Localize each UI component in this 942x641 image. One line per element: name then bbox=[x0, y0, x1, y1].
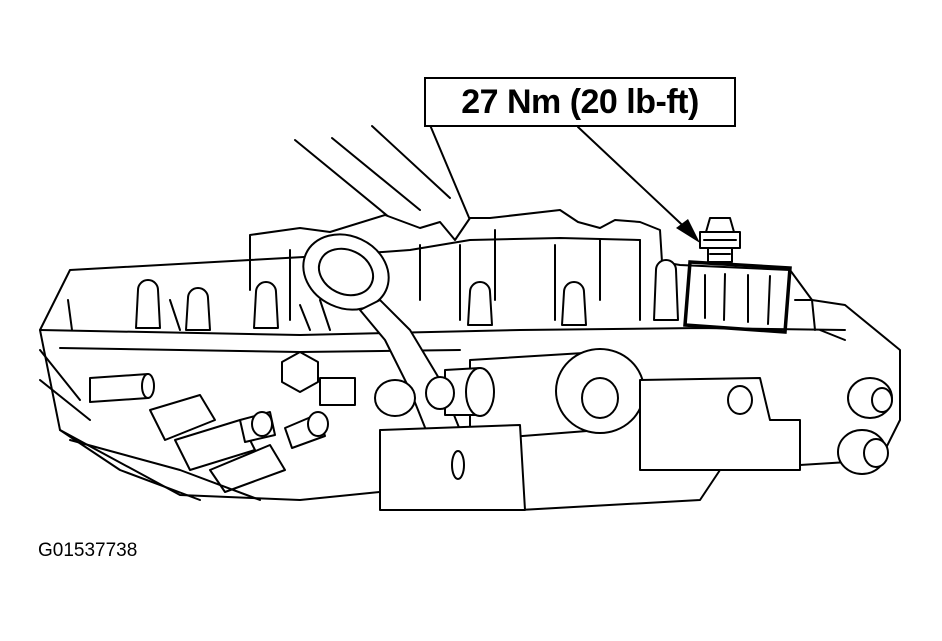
valve-stems bbox=[67, 259, 679, 331]
torque-label: 27 Nm (20 lb-ft) bbox=[461, 82, 699, 121]
bracket-bolt bbox=[699, 217, 741, 263]
right-side-bosses bbox=[794, 299, 893, 475]
figure-id: G01537738 bbox=[38, 540, 138, 561]
connectors bbox=[39, 349, 329, 501]
highlighted-bracket bbox=[683, 260, 792, 334]
left-hardware bbox=[89, 351, 356, 406]
camshaft-cylinders bbox=[374, 348, 645, 441]
torque-callout: 27 Nm (20 lb-ft) bbox=[424, 77, 736, 127]
background-hatch-lines bbox=[294, 124, 471, 223]
callout-leader-arrow bbox=[577, 126, 700, 243]
front-bracket-plate bbox=[379, 377, 801, 511]
